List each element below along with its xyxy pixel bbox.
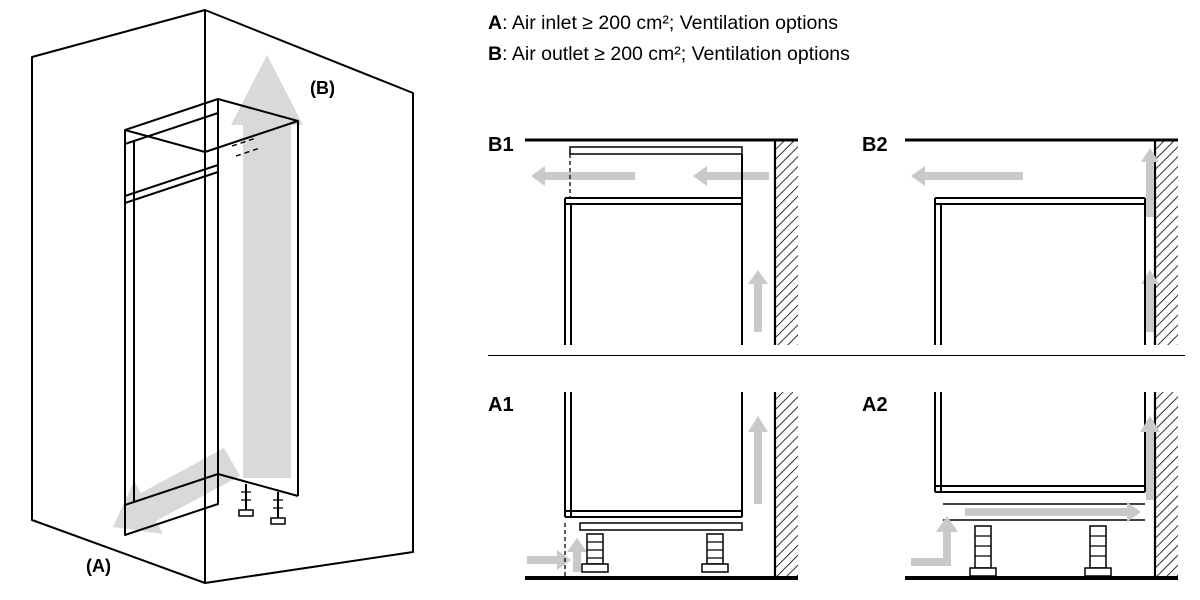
iso-label-outlet: (B) [310,78,335,98]
arrow-right-channel [965,502,1141,522]
panel-a1-figure [525,392,798,580]
wall-hatch [1153,392,1178,578]
iso-label-inlet: (A) [86,556,111,576]
adjustable-feet [581,533,729,573]
cabinet-housing [124,98,299,536]
panel-label-b1: B1 [488,134,514,156]
arrow-up-plinth [567,538,587,572]
section-divider [488,355,1185,356]
arrow-left-front [911,166,1023,186]
outlet-grille [569,146,743,155]
cabinet-section [564,146,743,345]
airflow-arrows [911,416,1160,566]
base-grille [579,522,743,531]
arrow-up-wall-gap [748,416,768,504]
legend-a-text: : Air inlet ≥ 200 cm²; Ventilation optio… [502,12,838,34]
arrow-up-into-channel [1141,148,1159,217]
isometric-niche-figure [31,9,414,584]
niche-walls [31,9,414,584]
panel-label-b2: B2 [862,134,888,156]
wall-hatch [773,392,798,578]
panel-a2-figure [905,392,1178,580]
adjustable-feet [238,484,286,525]
arrow-inlet-bend-up [911,516,958,566]
air-inlet-arrow-down-left [113,448,240,534]
cabinet-section [934,392,1146,521]
arrow-up-wall-gap [748,270,768,332]
panel-label-a1: A1 [488,394,514,416]
cabinet-hidden-edges [204,137,261,527]
arrow-left-rear [693,166,769,186]
airflow-arrows [527,416,768,572]
wall-hatch [1153,140,1178,345]
panel-label-a2: A2 [862,394,888,416]
adjustable-feet [969,525,1112,577]
air-outlet-arrow-up [231,55,303,478]
panel-b2-figure [905,138,1178,345]
airflow-arrows [531,166,769,332]
arrow-left-front [531,166,635,186]
arrow-up-wall-gap [1140,416,1160,500]
panel-b1-figure [525,138,798,345]
legend-line-a: A: Air inlet ≥ 200 cm²; Ventilation opti… [488,8,850,39]
airflow-arrows [911,148,1159,332]
arrow-inlet-right [527,550,571,570]
cabinet-section [934,197,1146,345]
legend: A: Air inlet ≥ 200 cm²; Ventilation opti… [488,8,850,70]
legend-b-text: : Air outlet ≥ 200 cm²; Ventilation opti… [502,43,850,65]
wall-hatch [773,140,798,345]
cabinet-section [564,392,743,578]
legend-a-key: A [488,12,503,34]
legend-line-b: B: Air outlet ≥ 200 cm²; Ventilation opt… [488,39,850,70]
arrow-up-wall-gap [1141,270,1159,332]
legend-b-key: B [488,43,503,65]
